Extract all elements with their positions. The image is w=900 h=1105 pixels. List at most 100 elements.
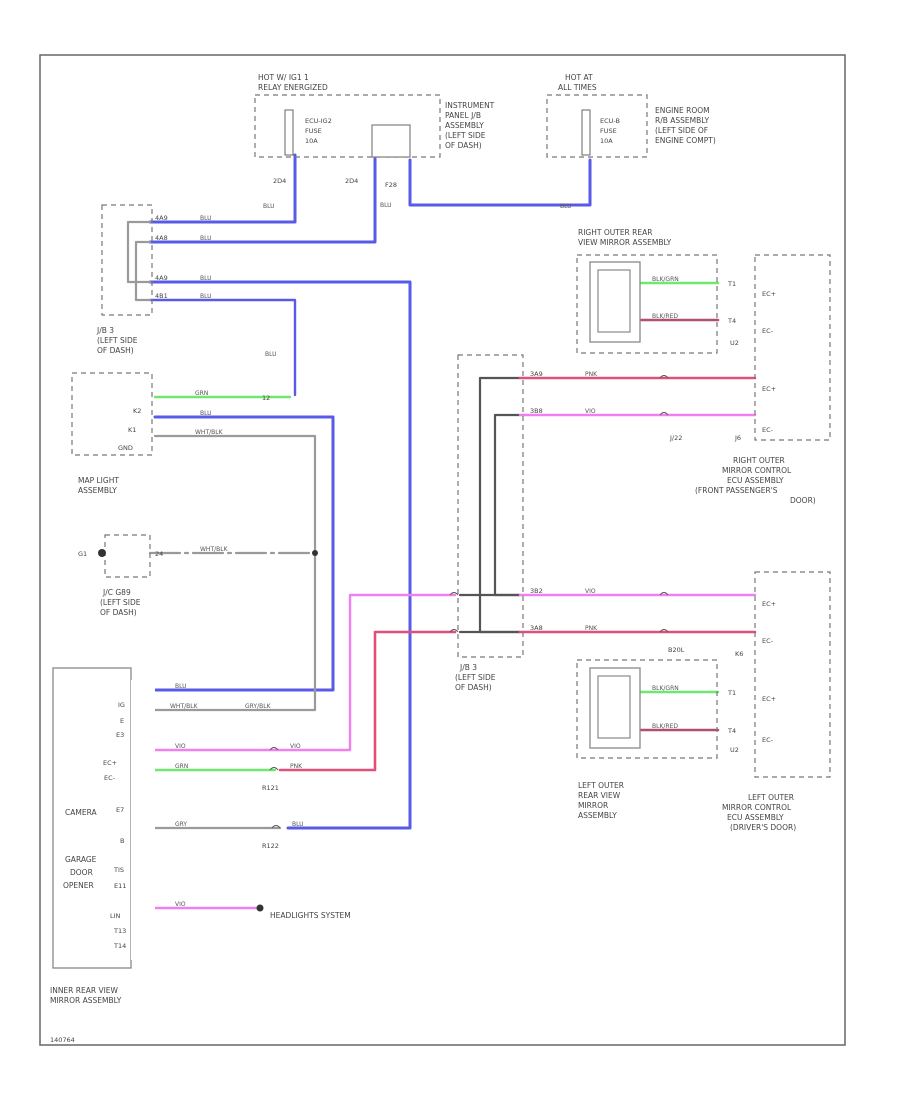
inner-pin-ec-plus: EC+: [103, 759, 117, 767]
right-ecu-pin-3: EC+: [762, 385, 776, 393]
left-mirror-wire-2: BLK/RED: [652, 723, 678, 730]
jb3l-pin-1: 3A9: [530, 370, 543, 378]
right-ecu-label-5: DOOR): [790, 496, 816, 505]
inner-pin-ec-minus: EC-: [104, 774, 116, 782]
inner-join-blu: BLU: [292, 821, 304, 828]
left-ecu-label-1: LEFT OUTER: [748, 793, 794, 802]
wire-vio-ec-plus: [153, 593, 457, 752]
jb3l-wire-1: PNK: [585, 371, 598, 378]
fuse-ecu-b-amp: 10A: [600, 137, 613, 145]
jb3-wire-2: BLU: [200, 235, 212, 242]
left-ecu-pin-4: EC-: [762, 736, 774, 744]
inner-mirror-label-1: INNER REAR VIEW: [50, 986, 119, 995]
instrument-panel-line-1: INSTRUMENT: [445, 101, 495, 110]
jb-internal-1: [126, 220, 152, 284]
inner-pin-t14: T14: [113, 942, 126, 950]
inner-pin-t13: T13: [113, 927, 126, 935]
relay-box: [254, 94, 441, 158]
left-mirror-title-2: REAR VIEW: [578, 791, 621, 800]
fuse-ecu-b-icon: [581, 109, 591, 156]
relay-energized-label: RELAY ENERGIZED: [258, 83, 328, 92]
inner-join-grayblk: GRY/BLK: [245, 703, 272, 710]
right-mirror-box: [576, 254, 718, 354]
jb-internal-2: [134, 240, 152, 302]
jb3l-wire-2: VIO: [585, 408, 596, 415]
right-mirror-wire-2: BLK/RED: [652, 313, 678, 320]
all-times-label: ALL TIMES: [558, 83, 597, 92]
wire-blu-4: [148, 298, 297, 397]
wire-blu-2: [148, 153, 377, 244]
fuse-ecu-ig2-amp: 10A: [305, 137, 318, 145]
right-ecu-label-2: MIRROR CONTROL: [722, 466, 792, 475]
inner-camera: CAMERA: [65, 808, 97, 817]
wire-blu-3: [408, 158, 592, 207]
inner-mirror-pin-strip: [131, 680, 155, 960]
jc-label-3: OF DASH): [100, 608, 137, 617]
left-mirror-title-3: MIRROR: [578, 801, 608, 810]
inner-pin-e: E: [120, 717, 124, 725]
map-light-label-1: MAP LIGHT: [78, 476, 119, 485]
left-ecu-label-4: (DRIVER'S DOOR): [730, 823, 796, 832]
jb3-upper-label-1: J/B 3: [96, 326, 114, 335]
right-ecu-pin-2: EC-: [762, 327, 774, 335]
headlights-system-label: HEADLIGHTS SYSTEM: [270, 911, 351, 920]
right-jc: J/22: [669, 434, 682, 442]
jb3l-wire-3: VIO: [585, 588, 596, 595]
left-mirror-pin-2: T4: [727, 727, 736, 735]
footer-code: 140764: [50, 1036, 75, 1044]
inner-wire-blu: BLU: [175, 683, 187, 690]
inner-garage: GARAGE: [65, 855, 97, 864]
map-pin-k2: K2: [133, 407, 141, 415]
right-mirror-title-1: RIGHT OUTER REAR: [578, 228, 652, 237]
map-conn: 12: [262, 394, 270, 402]
left-mirror-title-4: ASSEMBLY: [578, 811, 617, 820]
map-light-box: [71, 372, 153, 456]
jb3-lower-box: [457, 354, 524, 658]
jb3l-pin-4: 3A8: [530, 624, 543, 632]
left-ecu-label-3: ECU ASSEMBLY: [727, 813, 784, 822]
hot-at-label: HOT AT: [565, 73, 593, 82]
inner-pin-e7: E7: [116, 806, 124, 814]
map-wire-blu: BLU: [200, 410, 212, 417]
jb3-upper-label-3: OF DASH): [97, 346, 134, 355]
right-mirror-motor-inner: [597, 269, 631, 333]
jb3-wire-1: BLU: [200, 215, 212, 222]
inner-pin-tis: TIS: [113, 866, 124, 874]
engine-room-line-2: R/B ASSEMBLY: [655, 116, 709, 125]
jb3-lower-label-3: OF DASH): [455, 683, 492, 692]
instrument-panel-line-3: ASSEMBLY: [445, 121, 484, 130]
jb3-lower-label-2: (LEFT SIDE: [455, 673, 496, 682]
right-mirror-pin-1: T1: [727, 280, 736, 288]
map-pin-gnd: GND: [118, 444, 133, 452]
inner-pin-b: B: [120, 837, 124, 845]
wire-label-blu-1: BLU: [263, 203, 275, 210]
right-ecu-label-1: RIGHT OUTER: [733, 456, 785, 465]
right-ecu-pin-1: EC+: [762, 290, 776, 298]
right-ecu-pin-4: EC-: [762, 426, 774, 434]
conn-2d4-a: 2D4: [273, 177, 286, 185]
map-wire-grn: GRN: [195, 390, 208, 397]
right-ecu-label-4: (FRONT PASSENGER'S: [695, 486, 778, 495]
inner-join-vio: VIO: [290, 743, 301, 750]
jb3-pin-2: 4A8: [155, 234, 168, 242]
engine-room-line-4: ENGINE COMPT): [655, 136, 716, 145]
map-wire-whtblk: WHT/BLK: [195, 429, 224, 436]
left-ecu-label-2: MIRROR CONTROL: [722, 803, 792, 812]
inner-pin-e3: E3: [116, 731, 124, 739]
wire-pnk-ec-minus: [278, 630, 457, 772]
jb3-pin-1: 4A9: [155, 214, 168, 222]
jc-wire: WHT/BLK: [200, 546, 229, 553]
fuse-ecu-ig2-word: FUSE: [305, 127, 322, 135]
jc-ground-label: G1: [78, 550, 87, 558]
jb3l-pin-2: 3B8: [530, 407, 543, 415]
headlight-arrow-icon: [256, 904, 264, 912]
hot-at-all-times-box: [546, 94, 648, 158]
left-mirror-wire-1: BLK/GRN: [652, 685, 679, 692]
ground-g1-icon: [98, 549, 106, 557]
conn-f28: F28: [385, 181, 397, 189]
inner-conn-r122: R122: [262, 842, 279, 850]
jb3l-wire-4: PNK: [585, 625, 598, 632]
inner-pin-ig: IG: [118, 701, 125, 709]
jb3-upper-label-2: (LEFT SIDE: [97, 336, 138, 345]
left-mirror-pin-1: T1: [727, 689, 736, 697]
